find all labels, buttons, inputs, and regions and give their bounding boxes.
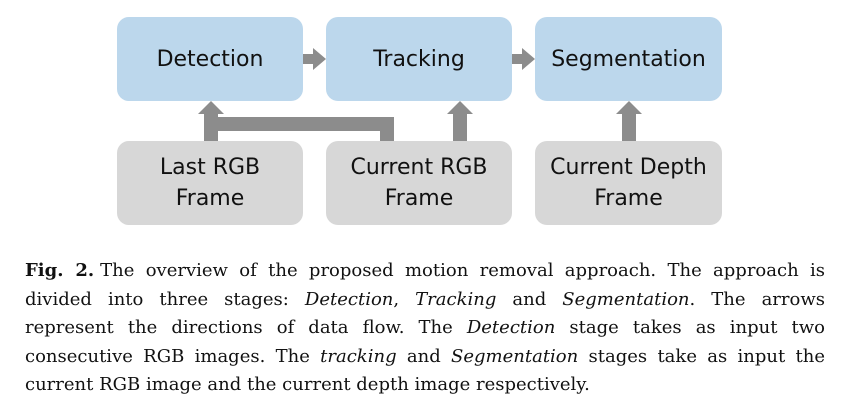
caption-term: Detection bbox=[304, 288, 394, 310]
caption-text: and bbox=[396, 345, 452, 367]
flow-diagram: Detection Tracking Segmentation Last RGB… bbox=[117, 17, 722, 225]
caption-text: stage takes as input two consecutive RGB… bbox=[25, 317, 825, 367]
tracking-stage-box: Tracking bbox=[326, 17, 512, 101]
detection-stage-box: Detection bbox=[117, 17, 303, 101]
caption-term: Detection bbox=[466, 317, 556, 338]
caption-text: . The arrows represent the directions of… bbox=[25, 288, 825, 339]
segmentation-stage-label: Segmentation bbox=[551, 46, 706, 72]
caption-term: Segmentation bbox=[562, 288, 690, 310]
figure-caption: Fig. 2.The overview of the proposed moti… bbox=[25, 257, 825, 400]
arrow-current-rgb-to-tracking bbox=[447, 101, 473, 141]
caption-text: , bbox=[393, 288, 416, 310]
figure-label: Fig. 2. bbox=[25, 260, 95, 281]
caption-term: tracking bbox=[320, 345, 397, 367]
arrow-current-rgb-to-detection bbox=[211, 117, 394, 141]
tracking-stage-label: Tracking bbox=[373, 46, 465, 72]
arrow-last-rgb-to-detection bbox=[198, 101, 224, 141]
caption-text: stages take as input the current RGB ima… bbox=[25, 345, 825, 396]
detection-stage-label: Detection bbox=[156, 46, 264, 72]
arrow-detection-to-tracking bbox=[303, 48, 326, 70]
caption-term: Tracking bbox=[415, 288, 497, 310]
current-depth-frame-label: Current Depth Frame bbox=[550, 155, 707, 211]
caption-text: and bbox=[496, 288, 563, 310]
last-rgb-frame-label: Last RGB Frame bbox=[159, 155, 261, 211]
caption-text: The overview of the proposed motion remo… bbox=[25, 260, 825, 310]
current-rgb-frame-label: Current RGB Frame bbox=[350, 155, 488, 211]
segmentation-stage-box: Segmentation bbox=[535, 17, 722, 101]
last-rgb-frame-box: Last RGB Frame bbox=[117, 141, 303, 225]
current-depth-frame-box: Current Depth Frame bbox=[535, 141, 722, 225]
current-rgb-frame-box: Current RGB Frame bbox=[326, 141, 512, 225]
caption-term: Segmentation bbox=[451, 345, 579, 367]
arrow-current-depth-to-segmentation bbox=[616, 101, 642, 141]
arrow-tracking-to-segmentation bbox=[512, 48, 535, 70]
